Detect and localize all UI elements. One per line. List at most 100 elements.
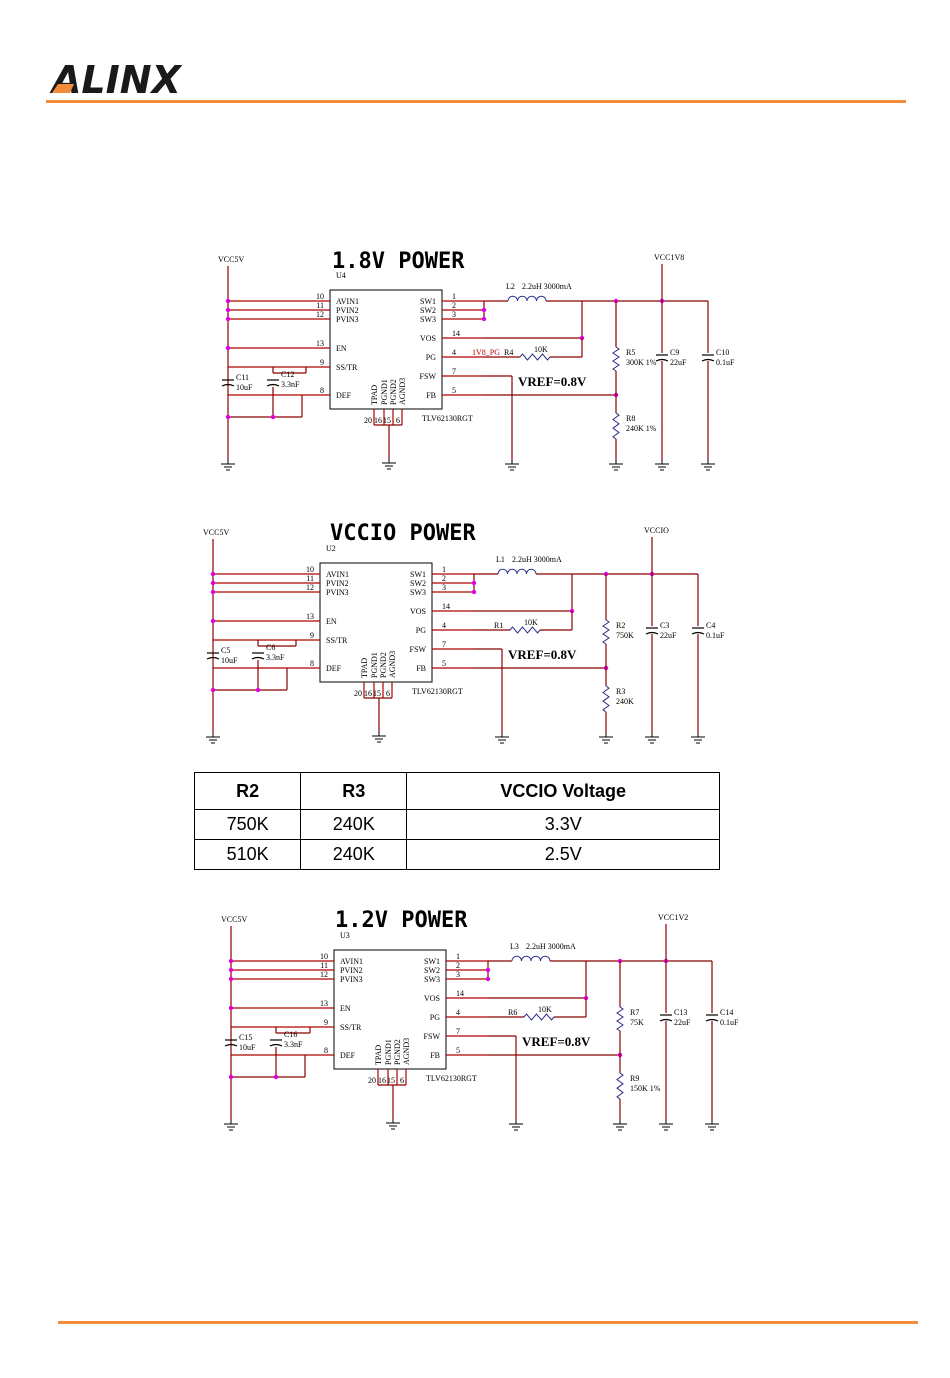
pin-name: PVIN2 [340, 966, 363, 975]
output-rail-label: VCC1V2 [658, 913, 688, 922]
ground-symbol [705, 1120, 719, 1131]
part-number: TLV62130RGT [426, 1074, 477, 1083]
capacitor-plate [221, 383, 235, 387]
pin-name: SW3 [424, 975, 440, 984]
output-cap-ref: C13 [674, 1008, 687, 1017]
pin-name: EN [336, 344, 347, 353]
feedback-bottom-value: 240K [616, 697, 634, 706]
pin-number: 6 [396, 416, 400, 425]
ss-cap-value: 3.3nF [284, 1040, 303, 1049]
pin-number: 16 [364, 689, 372, 698]
input-rail-label: VCC5V [221, 915, 247, 924]
pin-name: SW1 [420, 297, 436, 306]
pin-name: AVIN1 [336, 297, 359, 306]
pin-name: DEF [326, 664, 342, 673]
output-cap-value: 22uF [660, 631, 677, 640]
pin-name: DEF [340, 1051, 356, 1060]
junction-dot [485, 967, 491, 973]
junction-dot [228, 1005, 234, 1011]
capacitor-plate [269, 1043, 283, 1047]
pin-number: 11 [316, 301, 324, 310]
pin-name: PVIN3 [336, 315, 359, 324]
input-cap-ref: C15 [239, 1033, 252, 1042]
pin-name: AGND3 [402, 1038, 411, 1065]
pin-number: 3 [452, 310, 456, 319]
resistor [612, 346, 620, 372]
pin-name: TPAD [374, 1045, 383, 1065]
output-cap-ref: C3 [660, 621, 669, 630]
feedback-top-ref: R5 [626, 348, 635, 357]
junction-dot [210, 618, 216, 624]
input-cap-value: 10uF [221, 656, 238, 665]
schematic-vccio: VCCIO POWERU2VCC5V10AVIN111PVIN212PVIN31… [203, 521, 725, 744]
capacitor-plate [705, 1018, 719, 1022]
inductor-value: 2.2uH 3000mA [512, 555, 562, 564]
feedback-bottom-value: 150K 1% [630, 1084, 661, 1093]
pin-name: PVIN3 [340, 975, 363, 984]
pin-number: 14 [442, 602, 450, 611]
ground-symbol [386, 1119, 400, 1130]
pin-name: FSW [410, 645, 427, 654]
junction-dot [485, 976, 491, 982]
inductor-ref: L3 [510, 942, 519, 951]
ground-symbol [655, 460, 669, 471]
pin-number: 9 [320, 358, 324, 367]
pin-number: 9 [310, 631, 314, 640]
pin-name: FB [416, 664, 426, 673]
pin-number: 5 [452, 386, 456, 395]
junction-dot [210, 571, 216, 577]
pin-name: AVIN1 [326, 570, 349, 579]
voltage-table: R2 R3 VCCIO Voltage 750K 240K 3.3V 510K … [193, 772, 720, 870]
ground-symbol [701, 460, 715, 471]
capacitor-plate [224, 1043, 238, 1047]
pin-name: DEF [336, 391, 352, 400]
pin-number: 10 [306, 565, 314, 574]
pin-number: 11 [320, 961, 328, 970]
pin-number: 1 [456, 952, 460, 961]
feedback-top-ref: R2 [616, 621, 625, 630]
pin-number: 15 [387, 1076, 395, 1085]
pin-number: 15 [383, 416, 391, 425]
pin-number: 3 [456, 970, 460, 979]
output-rail-label: VCCIO [644, 526, 669, 535]
pin-number: 12 [306, 583, 314, 592]
input-cap-value: 10uF [236, 383, 253, 392]
pg-resistor-value: 10K [524, 618, 538, 627]
inductor-value: 2.2uH 3000mA [526, 942, 576, 951]
ground-symbol [224, 1120, 238, 1131]
pin-name: PVIN2 [326, 579, 349, 588]
feedback-bottom-ref: R8 [626, 414, 635, 423]
table-row: 510K 240K 2.5V [193, 839, 720, 870]
inductor [507, 295, 547, 302]
header-cell: VCCIO Voltage [406, 772, 720, 810]
pin-number: 1 [442, 565, 446, 574]
pin-name: SW3 [410, 588, 426, 597]
pin-name: SW1 [410, 570, 426, 579]
pin-number: 5 [442, 659, 446, 668]
ground-symbol [372, 732, 386, 743]
table-cell: 510K [193, 839, 302, 870]
footer-rule [58, 1321, 918, 1324]
capacitor-plate [701, 358, 715, 362]
junction-dot [210, 687, 216, 693]
pin-name: SS/TR [326, 636, 348, 645]
pin-name: PGND2 [393, 1039, 402, 1065]
pin-number: 13 [320, 999, 328, 1008]
junction-dot [225, 298, 231, 304]
alinx-logo: ALINX [49, 58, 183, 102]
output-rail-label: VCC1V8 [654, 253, 684, 262]
junction-dot [255, 687, 261, 693]
junction-dot [210, 589, 216, 595]
capacitor-plate [251, 656, 265, 660]
pg-resistor-ref: R6 [508, 1008, 517, 1017]
feedback-bottom-value: 240K 1% [626, 424, 657, 433]
output-cap-value: 0.1uF [716, 358, 735, 367]
pin-number: 20 [368, 1076, 376, 1085]
ground-symbol [645, 733, 659, 744]
pin-number: 14 [456, 989, 464, 998]
vref-label: VREF=0.8V [508, 647, 577, 662]
schematic-1v8: 1.8V POWERU4VCC5V10AVIN111PVIN212PVIN313… [218, 249, 735, 471]
junction-dot [225, 307, 231, 313]
pin-name: AVIN1 [340, 957, 363, 966]
